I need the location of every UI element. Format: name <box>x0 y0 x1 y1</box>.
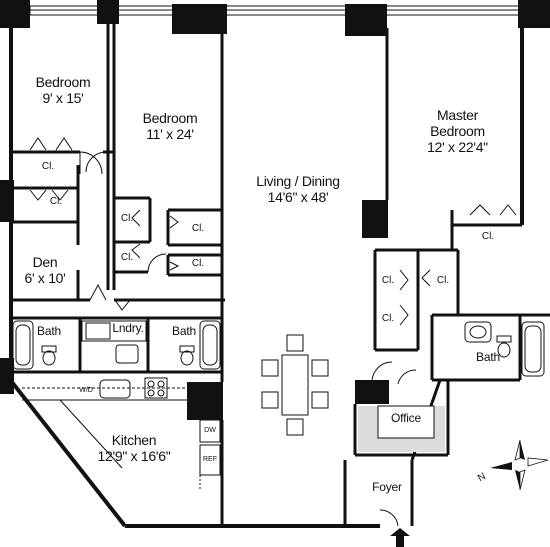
washer-dryer-label: W/D <box>79 387 93 394</box>
room-bath-left: Bath <box>37 324 61 338</box>
door-swings <box>79 151 417 527</box>
closet-label: Cl. <box>381 275 395 286</box>
room-name: Bedroom <box>142 110 198 126</box>
refrigerator-label: REF <box>203 456 217 463</box>
closet-label: Cl. <box>120 252 134 263</box>
room-foyer: Foyer <box>372 480 402 494</box>
interior-walls <box>11 20 550 526</box>
room-size: 12'9" x 16'6" <box>97 448 171 465</box>
room-bedroom-left: Bedroom 9' x 15' <box>18 74 108 106</box>
room-bath-right: Bath <box>476 350 500 364</box>
room-den: Den 6' x 10' <box>12 254 78 286</box>
entry-arrow-icon <box>390 528 410 547</box>
room-size: 6' x 10' <box>24 270 66 287</box>
closet-label: Cl. <box>191 258 205 269</box>
room-bedroom-mid: Bedroom 11' x 24' <box>118 110 222 142</box>
room-size: 12' x 22'4" <box>427 139 488 156</box>
room-bath-mid: Bath <box>172 324 196 338</box>
closet-label: Cl. <box>49 196 63 207</box>
dining-set <box>261 334 329 436</box>
room-office: Office <box>391 411 421 425</box>
closet-label: Cl. <box>381 313 395 324</box>
compass-icon <box>490 439 549 491</box>
room-name: Kitchen <box>111 432 157 448</box>
room-living-dining: Living / Dining 14'6" x 48' <box>228 173 368 205</box>
room-laundry: Lndry. <box>112 321 144 335</box>
closet-label: Cl. <box>481 231 495 242</box>
closet-label: Cl. <box>120 213 134 224</box>
room-name: Living / Dining <box>256 173 340 189</box>
bath-fixtures <box>12 320 545 377</box>
closet-label: Cl. <box>41 161 55 172</box>
room-name: Master <box>437 107 478 123</box>
closet-doors <box>29 137 517 326</box>
kitchen-fixtures <box>22 377 221 490</box>
room-size: 11' x 24' <box>146 126 194 143</box>
exterior-walls <box>2 22 524 528</box>
office-fill <box>358 405 445 452</box>
room-master-bedroom: Master Bedroom 12' x 22'4" <box>395 107 520 155</box>
closet-label: Cl. <box>436 275 450 286</box>
room-name: Den <box>32 254 58 270</box>
closet-label: Cl. <box>191 223 205 234</box>
room-size: 14'6" x 48' <box>267 189 329 206</box>
dishwasher-label: DW <box>204 427 216 434</box>
room-name: Bedroom <box>35 74 91 90</box>
room-name-2: Bedroom <box>430 123 485 140</box>
room-size: 9' x 15' <box>42 90 84 107</box>
structural-columns <box>0 0 550 420</box>
room-kitchen: Kitchen 12'9" x 16'6" <box>68 432 200 464</box>
